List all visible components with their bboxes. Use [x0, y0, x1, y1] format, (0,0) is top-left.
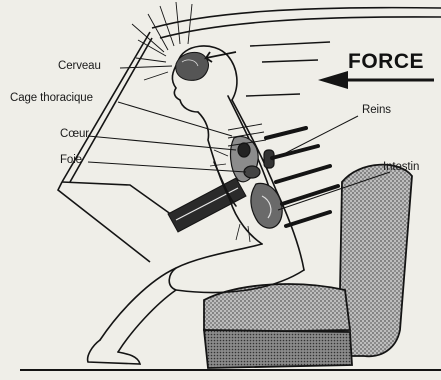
label-cerveau: Cerveau: [58, 60, 101, 72]
label-reins: Reins: [362, 104, 391, 116]
label-coeur: Cœur: [60, 128, 89, 140]
dashboard: [58, 182, 186, 262]
label-intestin: Intestin: [383, 161, 419, 173]
label-foie: Foie: [60, 154, 82, 166]
brain: [176, 52, 209, 80]
label-cage-thoracique: Cage thoracique: [10, 92, 93, 104]
liver: [244, 166, 260, 178]
motion-lines: [246, 42, 330, 96]
intestine: [251, 183, 282, 228]
label-force: FORCE: [348, 50, 424, 74]
organs: [228, 124, 282, 228]
heart: [238, 143, 250, 157]
